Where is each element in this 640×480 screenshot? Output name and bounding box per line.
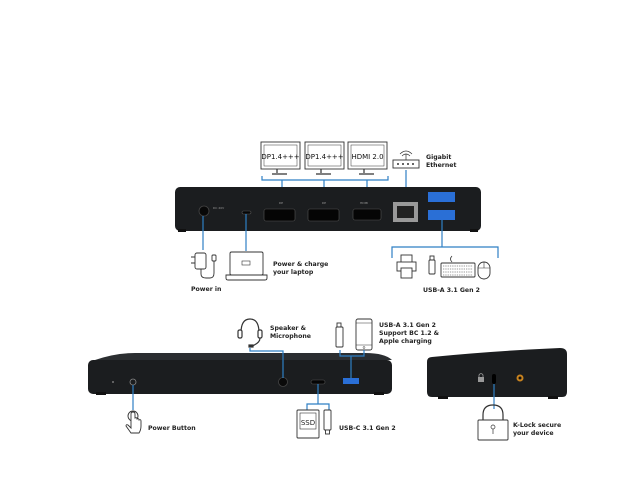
usb-c-bracket bbox=[306, 384, 330, 410]
usb-a-front-label-1: USB-A 3.1 Gen 2 bbox=[379, 322, 436, 329]
monitor-hdmi: HDMI 2.0 bbox=[347, 141, 388, 175]
usb-a-front-port bbox=[343, 378, 359, 384]
dc-power-jack bbox=[198, 205, 210, 217]
lock-symbol-icon bbox=[478, 373, 484, 382]
usb-a-front-label-2: Support BC 1.2 & bbox=[379, 330, 440, 337]
k-lock-label-2: your device bbox=[513, 430, 554, 437]
monitor-label: HDMI 2.0 bbox=[351, 153, 383, 161]
usb-stick-icon bbox=[428, 255, 436, 275]
usb-c-label: USB-C 3.1 Gen 2 bbox=[339, 425, 396, 432]
ethernet-label-1: Gigabit bbox=[426, 154, 451, 161]
laptop-label-2: your laptop bbox=[273, 269, 314, 276]
dp-label: DP bbox=[279, 201, 283, 205]
usb-a-rear-label: USB-A 3.1 Gen 2 bbox=[423, 287, 480, 294]
speaker-label-2: Microphone bbox=[270, 333, 311, 340]
usb-c-front-port bbox=[310, 379, 326, 385]
dp-port-1 bbox=[263, 208, 296, 222]
dock-side bbox=[427, 348, 567, 399]
monitor-label: DP1.4+++ bbox=[305, 153, 343, 161]
dc-label: DC 20V bbox=[213, 206, 225, 210]
audio-line bbox=[249, 348, 284, 378]
hdmi-port bbox=[352, 208, 382, 221]
power-button-label: Power Button bbox=[148, 425, 196, 432]
speaker-label-1: Speaker & bbox=[270, 325, 307, 332]
mouse-icon bbox=[477, 261, 491, 280]
power-in-label: Power in bbox=[191, 286, 221, 293]
laptop-icon bbox=[225, 251, 268, 281]
ethernet-label-2: Ethernet bbox=[426, 162, 456, 169]
laptop-label-1: Power & charge bbox=[273, 261, 328, 268]
router-icon bbox=[392, 150, 420, 169]
power-adapter-icon bbox=[191, 252, 217, 279]
dp-label: DP bbox=[322, 201, 326, 205]
hand-pointer-icon bbox=[125, 410, 142, 434]
dock-front bbox=[88, 353, 392, 395]
keyboard-icon bbox=[440, 255, 476, 278]
usb-c-laptop-port bbox=[241, 210, 252, 215]
phone-icon bbox=[355, 318, 373, 351]
usb-a-front-bracket bbox=[339, 350, 365, 378]
monitor-dp-1: DP1.4+++ bbox=[260, 141, 301, 175]
padlock-icon bbox=[477, 404, 509, 441]
k-lock-slot bbox=[492, 374, 496, 384]
k-lock-label-1: K-Lock secure bbox=[513, 422, 561, 429]
monitor-dp-2: DP1.4+++ bbox=[304, 141, 345, 175]
usb-a-rear-bracket bbox=[391, 220, 499, 258]
usb-a-front-label-3: Apple charging bbox=[379, 338, 432, 345]
usb-a-rear-port-2 bbox=[428, 210, 455, 220]
headset-icon bbox=[237, 318, 263, 348]
monitor-label: DP1.4+++ bbox=[261, 153, 299, 161]
printer-icon bbox=[396, 254, 417, 279]
audio-jack bbox=[278, 377, 288, 387]
usb-stick-icon bbox=[335, 322, 344, 348]
usb-stick-icon bbox=[323, 409, 332, 435]
hdmi-label: HDMI bbox=[360, 201, 368, 205]
usb-a-rear-port-1 bbox=[428, 192, 455, 202]
ssd-icon: SSD bbox=[296, 409, 320, 439]
dp-port-2 bbox=[307, 208, 340, 222]
dock-rear: DC 20V DP DP HDMI bbox=[175, 187, 481, 232]
ssd-label: SSD bbox=[301, 419, 315, 427]
